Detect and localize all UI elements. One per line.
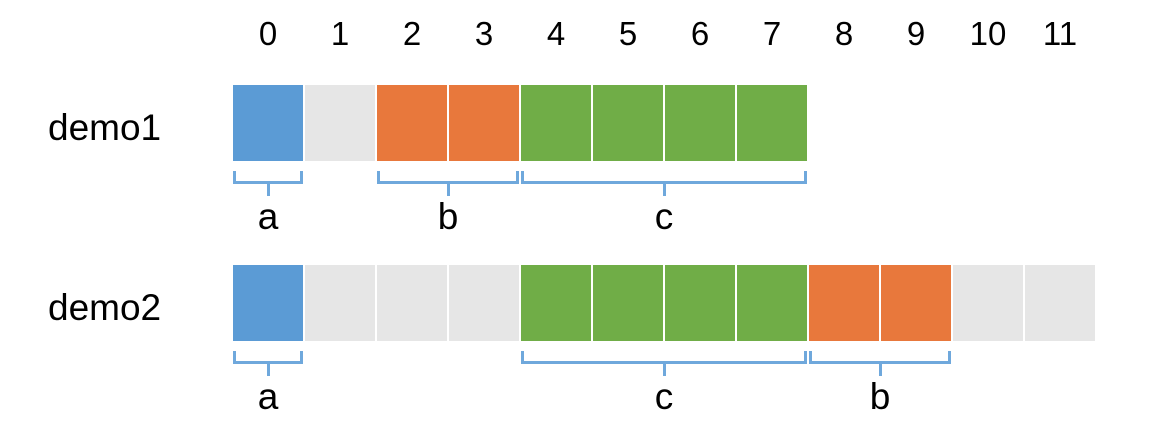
row-label-demo1: demo1 (48, 107, 162, 148)
column-index-9: 9 (906, 15, 926, 52)
brace-tick-l (521, 171, 524, 184)
brace-tick-r (516, 171, 519, 184)
cell-demo1-2 (377, 85, 447, 161)
brace-tick-l (377, 171, 380, 184)
brace-demo2-a: a (233, 351, 303, 417)
brace-label-demo1-a: a (257, 196, 279, 237)
brace-label-demo2-a: a (257, 376, 279, 417)
brace-demo1-a: a (233, 171, 303, 237)
cell-demo2-7 (737, 265, 807, 341)
column-index-5: 5 (618, 15, 638, 52)
brace-tick-l (809, 351, 812, 364)
cell-demo2-6 (665, 265, 735, 341)
cell-demo2-5 (593, 265, 663, 341)
brace-demo2-b: b (809, 351, 951, 417)
cell-demo2-1 (305, 265, 375, 341)
brace-demo2-c: c (521, 351, 807, 417)
brace-tick-r (804, 351, 807, 364)
column-index-6: 6 (690, 15, 710, 52)
cell-demo1-6 (665, 85, 735, 161)
brace-tick-c (447, 182, 450, 196)
brace-tick-r (300, 171, 303, 184)
cell-demo1-4 (521, 85, 591, 161)
cell-demo2-11 (1025, 265, 1095, 341)
brace-tick-c (663, 362, 666, 376)
brace-tick-c (267, 182, 270, 196)
cell-demo1-9 (881, 85, 951, 161)
brace-tick-c (879, 362, 882, 376)
column-index-1: 1 (330, 15, 350, 52)
brace-tick-l (233, 171, 236, 184)
cell-demo2-8 (809, 265, 879, 341)
cell-demo1-10 (953, 85, 1023, 161)
brace-label-demo2-c: c (654, 376, 674, 417)
cell-demo1-0 (233, 85, 303, 161)
brace-tick-c (267, 362, 270, 376)
cell-demo2-0 (233, 265, 303, 341)
cell-demo2-10 (953, 265, 1023, 341)
row-label-demo2: demo2 (48, 287, 162, 328)
column-index-11: 11 (1042, 15, 1078, 52)
column-index-0: 0 (258, 15, 278, 52)
cell-demo1-11 (1025, 85, 1095, 161)
cell-demo2-3 (449, 265, 519, 341)
column-index-2: 2 (402, 15, 422, 52)
column-index-10: 10 (969, 15, 1007, 52)
cell-demo1-3 (449, 85, 519, 161)
cell-demo1-7 (737, 85, 807, 161)
brace-tick-r (804, 171, 807, 184)
brace-label-demo2-b: b (869, 376, 891, 417)
brace-label-demo1-b: b (437, 196, 459, 237)
column-index-7: 7 (762, 15, 782, 52)
cell-demo1-5 (593, 85, 663, 161)
cell-demo2-2 (377, 265, 447, 341)
cell-demo1-8 (809, 85, 879, 161)
column-index-8: 8 (834, 15, 854, 52)
column-index-4: 4 (546, 15, 566, 52)
brace-demo1-b: b (377, 171, 519, 237)
cell-demo2-4 (521, 265, 591, 341)
cell-demo1-1 (305, 85, 375, 161)
brace-tick-r (948, 351, 951, 364)
column-index-3: 3 (474, 15, 494, 52)
cell-demo2-9 (881, 265, 951, 341)
brace-label-demo1-c: c (654, 196, 674, 237)
brace-demo1-c: c (521, 171, 807, 237)
brace-tick-l (521, 351, 524, 364)
brace-tick-c (663, 182, 666, 196)
brace-tick-l (233, 351, 236, 364)
brace-tick-r (300, 351, 303, 364)
